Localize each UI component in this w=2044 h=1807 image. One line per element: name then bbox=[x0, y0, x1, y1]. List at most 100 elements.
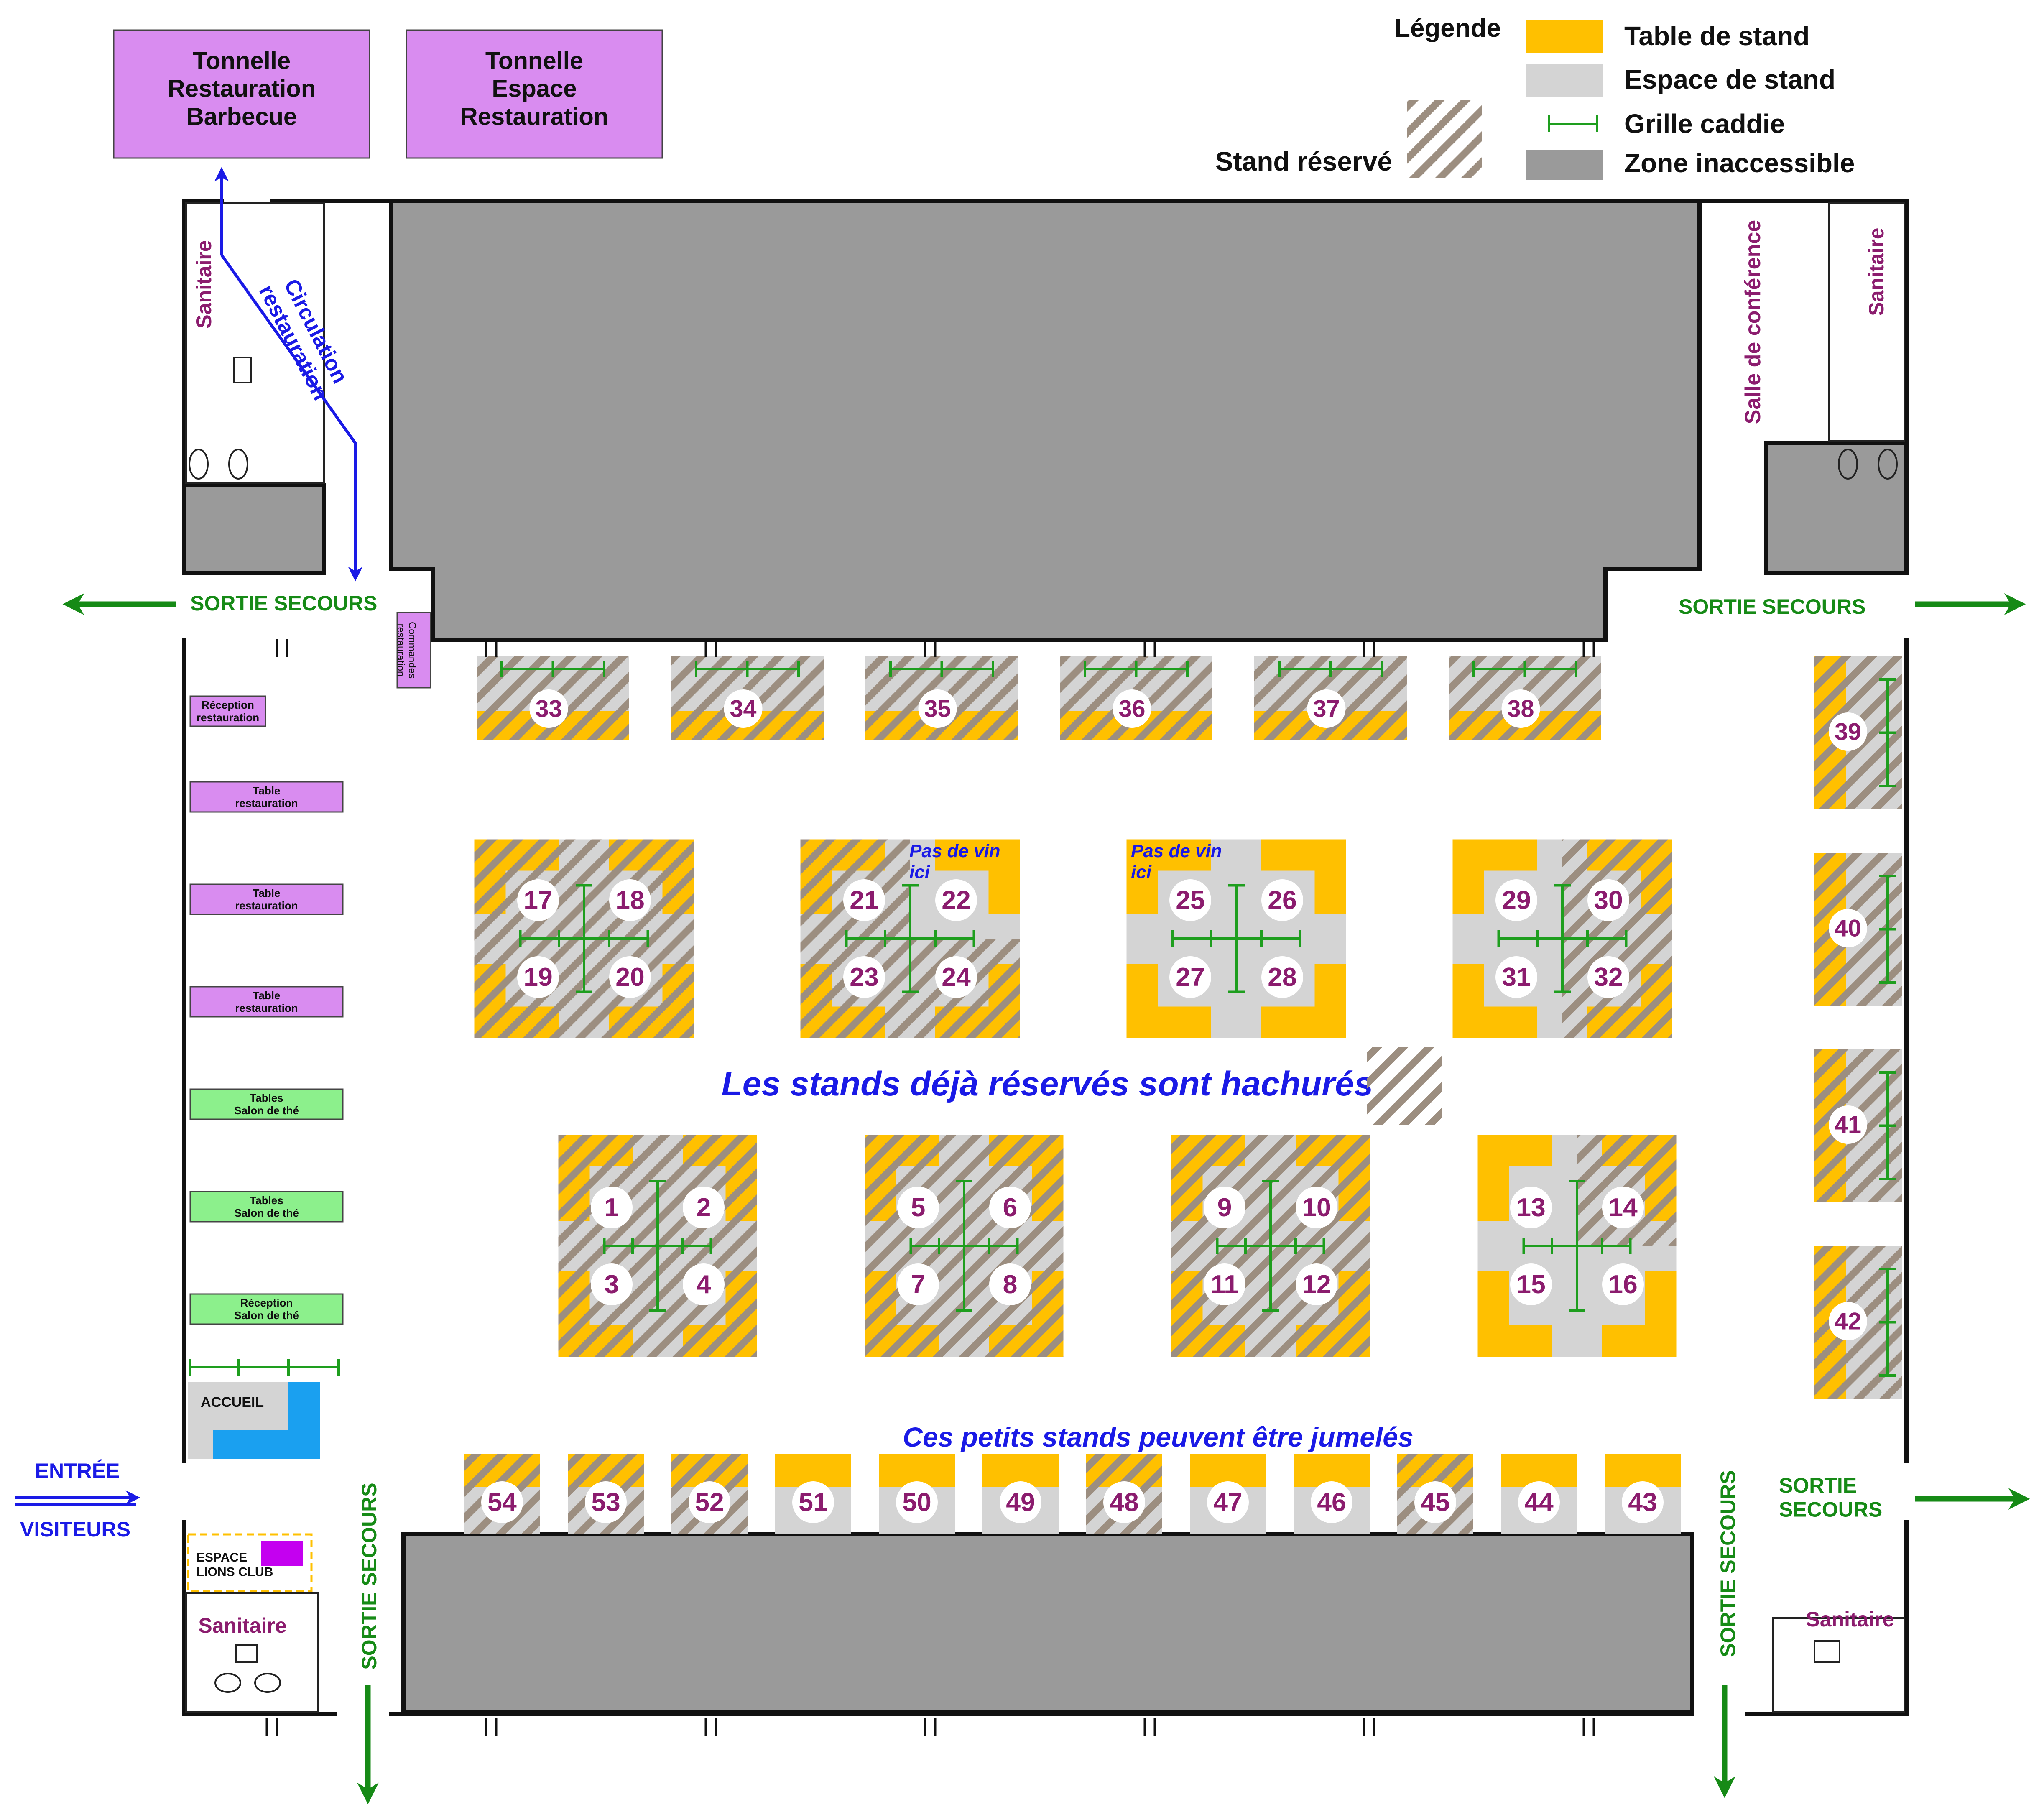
stand-31[interactable]: 31 bbox=[1452, 956, 1538, 1038]
stand-2[interactable]: 2 bbox=[658, 1135, 757, 1246]
grid-caddie bbox=[1879, 678, 1896, 787]
stand-number-disc bbox=[609, 879, 651, 921]
stand-52[interactable]: 52 bbox=[671, 1454, 748, 1534]
stand-39[interactable]: 39 bbox=[1814, 656, 1902, 809]
legend-space-label: Espace de stand bbox=[1624, 64, 1835, 94]
stand-45[interactable]: 45 bbox=[1397, 1454, 1473, 1534]
stand-15[interactable]: 15 bbox=[1477, 1263, 1552, 1357]
stand-17[interactable]: 17 bbox=[474, 839, 584, 939]
stand-50[interactable]: 50 bbox=[879, 1454, 955, 1534]
stand-22[interactable]: 22 bbox=[935, 839, 1020, 921]
stand-number-disc bbox=[843, 879, 885, 921]
stand-20[interactable]: 20 bbox=[584, 939, 694, 1038]
stand-number: 29 bbox=[1502, 886, 1531, 915]
stand-47[interactable]: 47 bbox=[1190, 1454, 1266, 1534]
sink-icon bbox=[233, 357, 252, 383]
stand-16[interactable]: 16 bbox=[1602, 1263, 1677, 1357]
stand-3[interactable]: 3 bbox=[558, 1246, 658, 1357]
stand-24[interactable]: 24 bbox=[910, 939, 1020, 1038]
stand-23[interactable]: 23 bbox=[800, 939, 911, 1038]
stand-35[interactable]: 35 bbox=[865, 656, 1018, 740]
stand-21[interactable]: 21 bbox=[800, 839, 911, 939]
grid-caddie bbox=[1554, 884, 1571, 993]
stand-19[interactable]: 19 bbox=[474, 939, 584, 1038]
stand-number-disc bbox=[1587, 956, 1629, 998]
stand-49[interactable]: 49 bbox=[982, 1454, 1059, 1534]
stand-42[interactable]: 42 bbox=[1814, 1246, 1902, 1399]
stand-7[interactable]: 7 bbox=[865, 1246, 965, 1357]
stand-46[interactable]: 46 bbox=[1294, 1454, 1370, 1534]
stand-6[interactable]: 6 bbox=[964, 1135, 1064, 1246]
stand-25[interactable]: 25 bbox=[1126, 839, 1212, 921]
stand-number: 23 bbox=[850, 962, 879, 992]
stand-12[interactable]: 12 bbox=[1271, 1246, 1370, 1357]
stand-10[interactable]: 10 bbox=[1271, 1135, 1370, 1246]
stand-41[interactable]: 41 bbox=[1814, 1049, 1902, 1202]
stand-table bbox=[1477, 1271, 1552, 1357]
stand-number-disc bbox=[1495, 879, 1537, 921]
stand-number-disc bbox=[689, 1481, 730, 1523]
right-inaccessible-block bbox=[1764, 441, 1909, 575]
stand-number: 25 bbox=[1176, 886, 1205, 915]
bottom-left-sanitaire: Sanitaire bbox=[185, 1592, 319, 1713]
stand-number-disc bbox=[1510, 1263, 1552, 1305]
stand-36[interactable]: 36 bbox=[1060, 656, 1212, 740]
stand-number: 12 bbox=[1302, 1270, 1331, 1299]
stand-29[interactable]: 29 bbox=[1452, 839, 1538, 921]
stand-26[interactable]: 26 bbox=[1261, 839, 1346, 921]
stand-34[interactable]: 34 bbox=[671, 656, 824, 740]
stand-48[interactable]: 48 bbox=[1086, 1454, 1162, 1534]
stand-number-disc bbox=[1311, 1481, 1352, 1523]
stand-54[interactable]: 54 bbox=[464, 1454, 540, 1534]
stand-11[interactable]: 11 bbox=[1171, 1246, 1271, 1357]
stand-number: 48 bbox=[1110, 1488, 1139, 1517]
grid-caddie bbox=[1569, 1180, 1585, 1312]
stand-number-disc bbox=[1587, 879, 1629, 921]
stand-table bbox=[1261, 839, 1346, 914]
right-sanitaire: Sanitaire bbox=[1828, 202, 1905, 480]
stand-30[interactable]: 30 bbox=[1562, 839, 1672, 939]
stand-14[interactable]: 14 bbox=[1577, 1135, 1677, 1246]
stand-number-disc bbox=[1296, 1187, 1337, 1228]
stand-number-disc bbox=[1495, 956, 1537, 998]
stand-number: 28 bbox=[1268, 962, 1297, 992]
stand-43[interactable]: 43 bbox=[1605, 1454, 1681, 1534]
stand-18[interactable]: 18 bbox=[584, 839, 694, 939]
stand-8[interactable]: 8 bbox=[964, 1246, 1064, 1357]
stand-9[interactable]: 9 bbox=[1171, 1135, 1271, 1246]
stand-33[interactable]: 33 bbox=[477, 656, 629, 740]
stand-table bbox=[1452, 839, 1537, 914]
left-grid-caddie bbox=[189, 1359, 340, 1376]
stand-number: 40 bbox=[1835, 915, 1861, 942]
top-inaccessible-zone bbox=[389, 199, 1702, 642]
bottom-right-sanitaire: Sanitaire bbox=[1772, 1608, 1905, 1713]
stand-53[interactable]: 53 bbox=[568, 1454, 644, 1534]
stand-32[interactable]: 32 bbox=[1562, 939, 1672, 1038]
legend-grid-swatch bbox=[1548, 115, 1598, 132]
stand-38[interactable]: 38 bbox=[1449, 656, 1601, 740]
stand-1[interactable]: 1 bbox=[558, 1135, 658, 1246]
bottom-stand-row: 54 53 52 51 50 49 48 47 46 45 44 43 bbox=[464, 1454, 1681, 1534]
stand-51[interactable]: 51 bbox=[775, 1454, 851, 1534]
stand-13[interactable]: 13 bbox=[1477, 1135, 1552, 1228]
grid-caddie bbox=[1879, 875, 1896, 984]
stand-4[interactable]: 4 bbox=[658, 1246, 757, 1357]
stand-number-disc bbox=[1113, 689, 1151, 728]
stand-27[interactable]: 27 bbox=[1126, 956, 1212, 1038]
stand-number: 36 bbox=[1119, 695, 1146, 722]
stand-5[interactable]: 5 bbox=[865, 1135, 965, 1246]
stand-number-disc bbox=[1169, 956, 1211, 998]
stand-number: 39 bbox=[1835, 718, 1861, 745]
stand-37[interactable]: 37 bbox=[1254, 656, 1407, 740]
stand-40[interactable]: 40 bbox=[1814, 853, 1902, 1006]
stand-28[interactable]: 28 bbox=[1261, 956, 1346, 1038]
stand-44[interactable]: 44 bbox=[1501, 1454, 1577, 1534]
exit-label-bottom-left: SORTIE SECOURS bbox=[357, 1483, 381, 1669]
sanitaire-label-top-right: Sanitaire bbox=[1865, 227, 1888, 316]
stand-number: 46 bbox=[1317, 1488, 1346, 1517]
